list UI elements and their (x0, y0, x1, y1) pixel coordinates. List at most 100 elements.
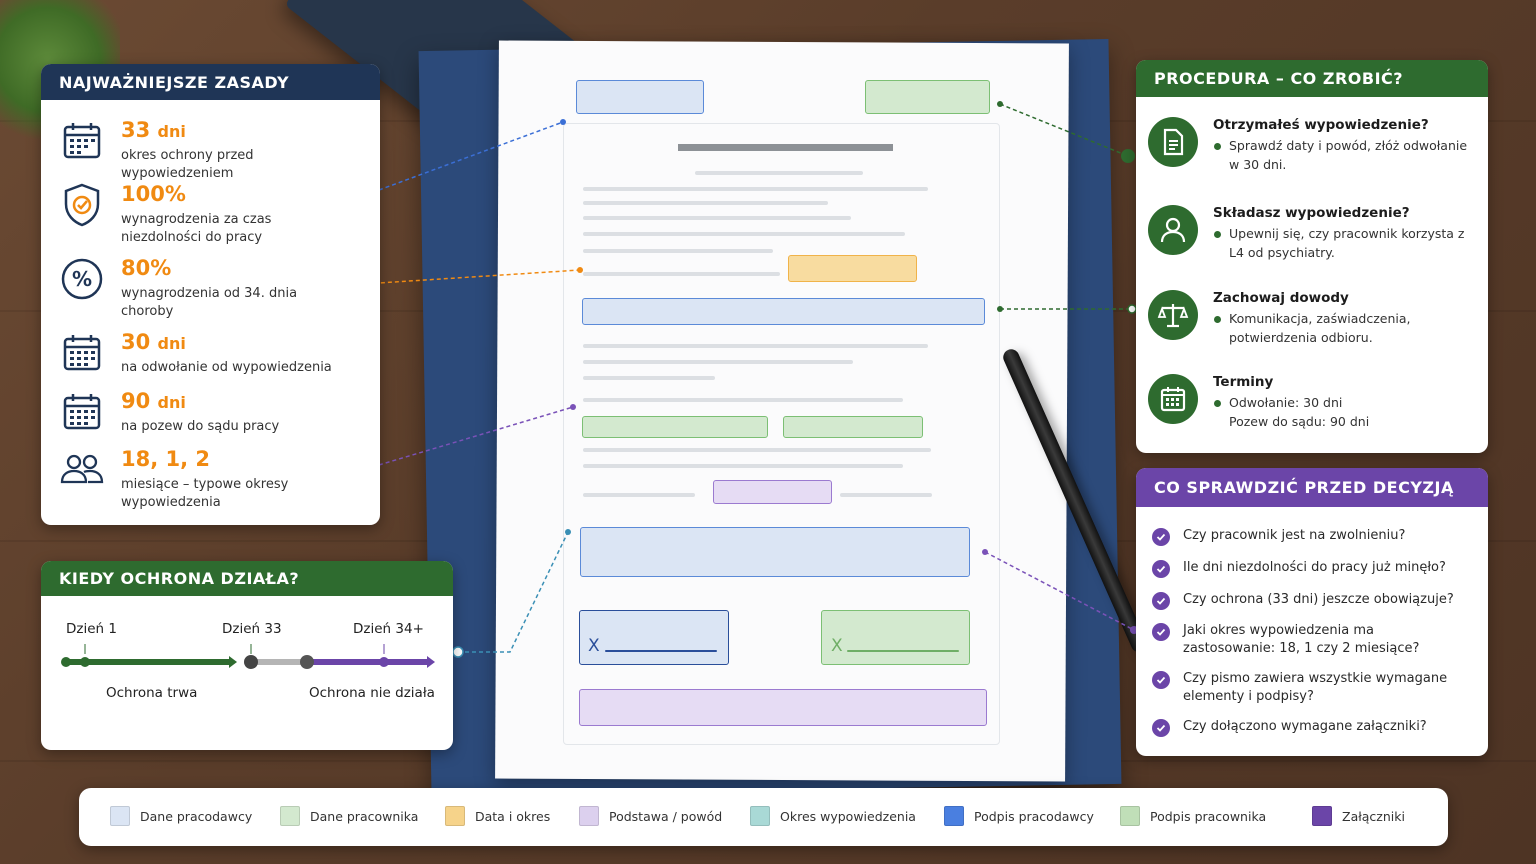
rule-desc: okres ochrony przed wypowiedzeniem (121, 148, 254, 181)
legend-swatch (445, 806, 465, 826)
signature-line-left (605, 650, 717, 652)
timeline-card: KIEDY OCHRONA DZIAŁA? Dzień 1 Dzień 33 D… (41, 561, 453, 750)
legend-label: Okres wypowiedzenia (780, 808, 916, 824)
connector-step1 (999, 103, 1129, 157)
text-line (583, 272, 780, 276)
procedure-step: Zachowaj dowody Komunikacja, zaświadczen… (1148, 290, 1478, 360)
timeline-day33: Dzień 33 (222, 621, 282, 637)
connector-checklist (984, 551, 1135, 631)
procedure-step-body: Upewnij się, czy pracownik korzysta z L4… (1213, 225, 1473, 262)
rule-unit: dni (157, 334, 186, 353)
legend-swatch (1120, 806, 1140, 826)
text-line (583, 216, 851, 220)
connector-dot (577, 267, 583, 273)
procedure-card: PROCEDURA – CO ZROBIĆ? Otrzymałeś wypowi… (1136, 60, 1488, 453)
calendar-icon (59, 118, 105, 164)
legend-item: Podstawa / powód (579, 806, 722, 826)
deadline-lawsuit: Pozew do sądu: 90 dni (1229, 413, 1370, 429)
field-reason (713, 480, 832, 504)
rule-item: 18, 1, 2 miesiące – typowe okresy wypowi… (59, 447, 301, 512)
text-line (840, 493, 932, 497)
document-icon (1148, 117, 1198, 167)
rule-unit: dni (157, 122, 186, 141)
legend-item: Podpis pracodawcy (944, 806, 1094, 826)
timeline-active-label: Ochrona trwa (106, 685, 198, 701)
signature-x-right: X (831, 636, 843, 656)
checklist-card: CO SPRAWDZIĆ PRZED DECYZJĄ Czy pracownik… (1136, 468, 1488, 756)
field-employee-2 (783, 416, 923, 438)
legend-label: Dane pracodawcy (140, 808, 253, 824)
text-line (583, 344, 928, 348)
field-employer-signature (579, 610, 729, 665)
text-line (583, 249, 773, 253)
connector-dot (982, 549, 988, 555)
procedure-step-title: Terminy (1213, 374, 1274, 390)
checklist-item: Jaki okres wypowiedzenia ma zastosowanie… (1152, 622, 1463, 658)
legend-swatch (750, 806, 770, 826)
procedure-step: Składasz wypowiedzenie? Upewnij się, czy… (1148, 205, 1478, 275)
text-line (583, 493, 695, 497)
text-line (583, 187, 928, 191)
rule-value: 90 (121, 389, 151, 413)
rule-item: 30 dni na odwołanie od wypowiedzenia (59, 330, 361, 377)
legend-item: Załączniki (1312, 806, 1405, 826)
check-icon (1152, 528, 1170, 546)
field-employer-data (576, 80, 704, 114)
rule-value: 33 (121, 118, 151, 142)
checklist-text: Jaki okres wypowiedzenia ma zastosowanie… (1183, 623, 1420, 656)
user-icon (1148, 205, 1198, 255)
rules-card: NAJWAŻNIEJSZE ZASADY 33 dni okres ochron… (41, 64, 380, 525)
connector-rule1 (332, 121, 564, 208)
timeline-bar (61, 644, 435, 669)
timeline-day34: Dzień 34+ (353, 621, 424, 637)
rule-desc: wynagrodzenia za czas niezdolności do pr… (121, 212, 272, 245)
text-line (583, 232, 905, 236)
legend-item: Podpis pracownika (1120, 806, 1266, 826)
people-icon (59, 447, 105, 493)
text-line (583, 376, 715, 380)
field-employer-block (580, 527, 970, 577)
procedure-card-title: PROCEDURA – CO ZROBIĆ? (1136, 60, 1488, 97)
check-icon (1152, 623, 1170, 641)
procedure-step-body: Odwołanie: 30 dni Pozew do sądu: 90 dni (1213, 394, 1473, 431)
deadline-appeal: Odwołanie: 30 dni (1229, 395, 1343, 410)
field-employer-wide (582, 298, 985, 325)
document-frame (563, 123, 1000, 745)
field-employee-1 (582, 416, 768, 438)
signature-line-right (847, 650, 959, 652)
rule-value: 100% (121, 182, 186, 206)
field-employee-data (865, 80, 990, 114)
legend-swatch (1312, 806, 1332, 826)
timeline-day1: Dzień 1 (66, 621, 117, 637)
procedure-step: Terminy Odwołanie: 30 dni Pozew do sądu:… (1148, 374, 1478, 444)
svg-text:%: % (72, 267, 92, 291)
check-icon (1152, 719, 1170, 737)
text-line (583, 201, 828, 205)
legend-swatch (579, 806, 599, 826)
text-line (583, 398, 903, 402)
calendar-icon (1148, 374, 1198, 424)
field-employee-signature (821, 610, 970, 665)
check-icon (1152, 560, 1170, 578)
field-attachments (579, 689, 987, 726)
connector-dot (997, 306, 1003, 312)
calendar-icon (59, 330, 105, 376)
rule-item: % 80% wynagrodzenia od 34. dnia choroby (59, 256, 311, 321)
rules-card-title: NAJWAŻNIEJSZE ZASADY (41, 64, 380, 100)
legend-swatch (944, 806, 964, 826)
rule-value: 30 (121, 330, 151, 354)
text-line (583, 448, 931, 452)
rule-value: 18, 1, 2 (121, 447, 211, 471)
legend-label: Załączniki (1342, 808, 1405, 824)
legend-label: Data i okres (475, 808, 551, 824)
connector-dot (997, 101, 1003, 107)
connector-dot (565, 529, 571, 535)
rule-desc: miesiące – typowe okresy wypowiedzenia (121, 477, 289, 510)
legend-swatch (280, 806, 300, 826)
rule-desc: na pozew do sądu pracy (121, 419, 280, 434)
connector-timeline (458, 531, 569, 653)
check-icon (1152, 592, 1170, 610)
procedure-step: Otrzymałeś wypowiedzenie? Sprawdź daty i… (1148, 117, 1478, 187)
connector-dot (560, 119, 566, 125)
